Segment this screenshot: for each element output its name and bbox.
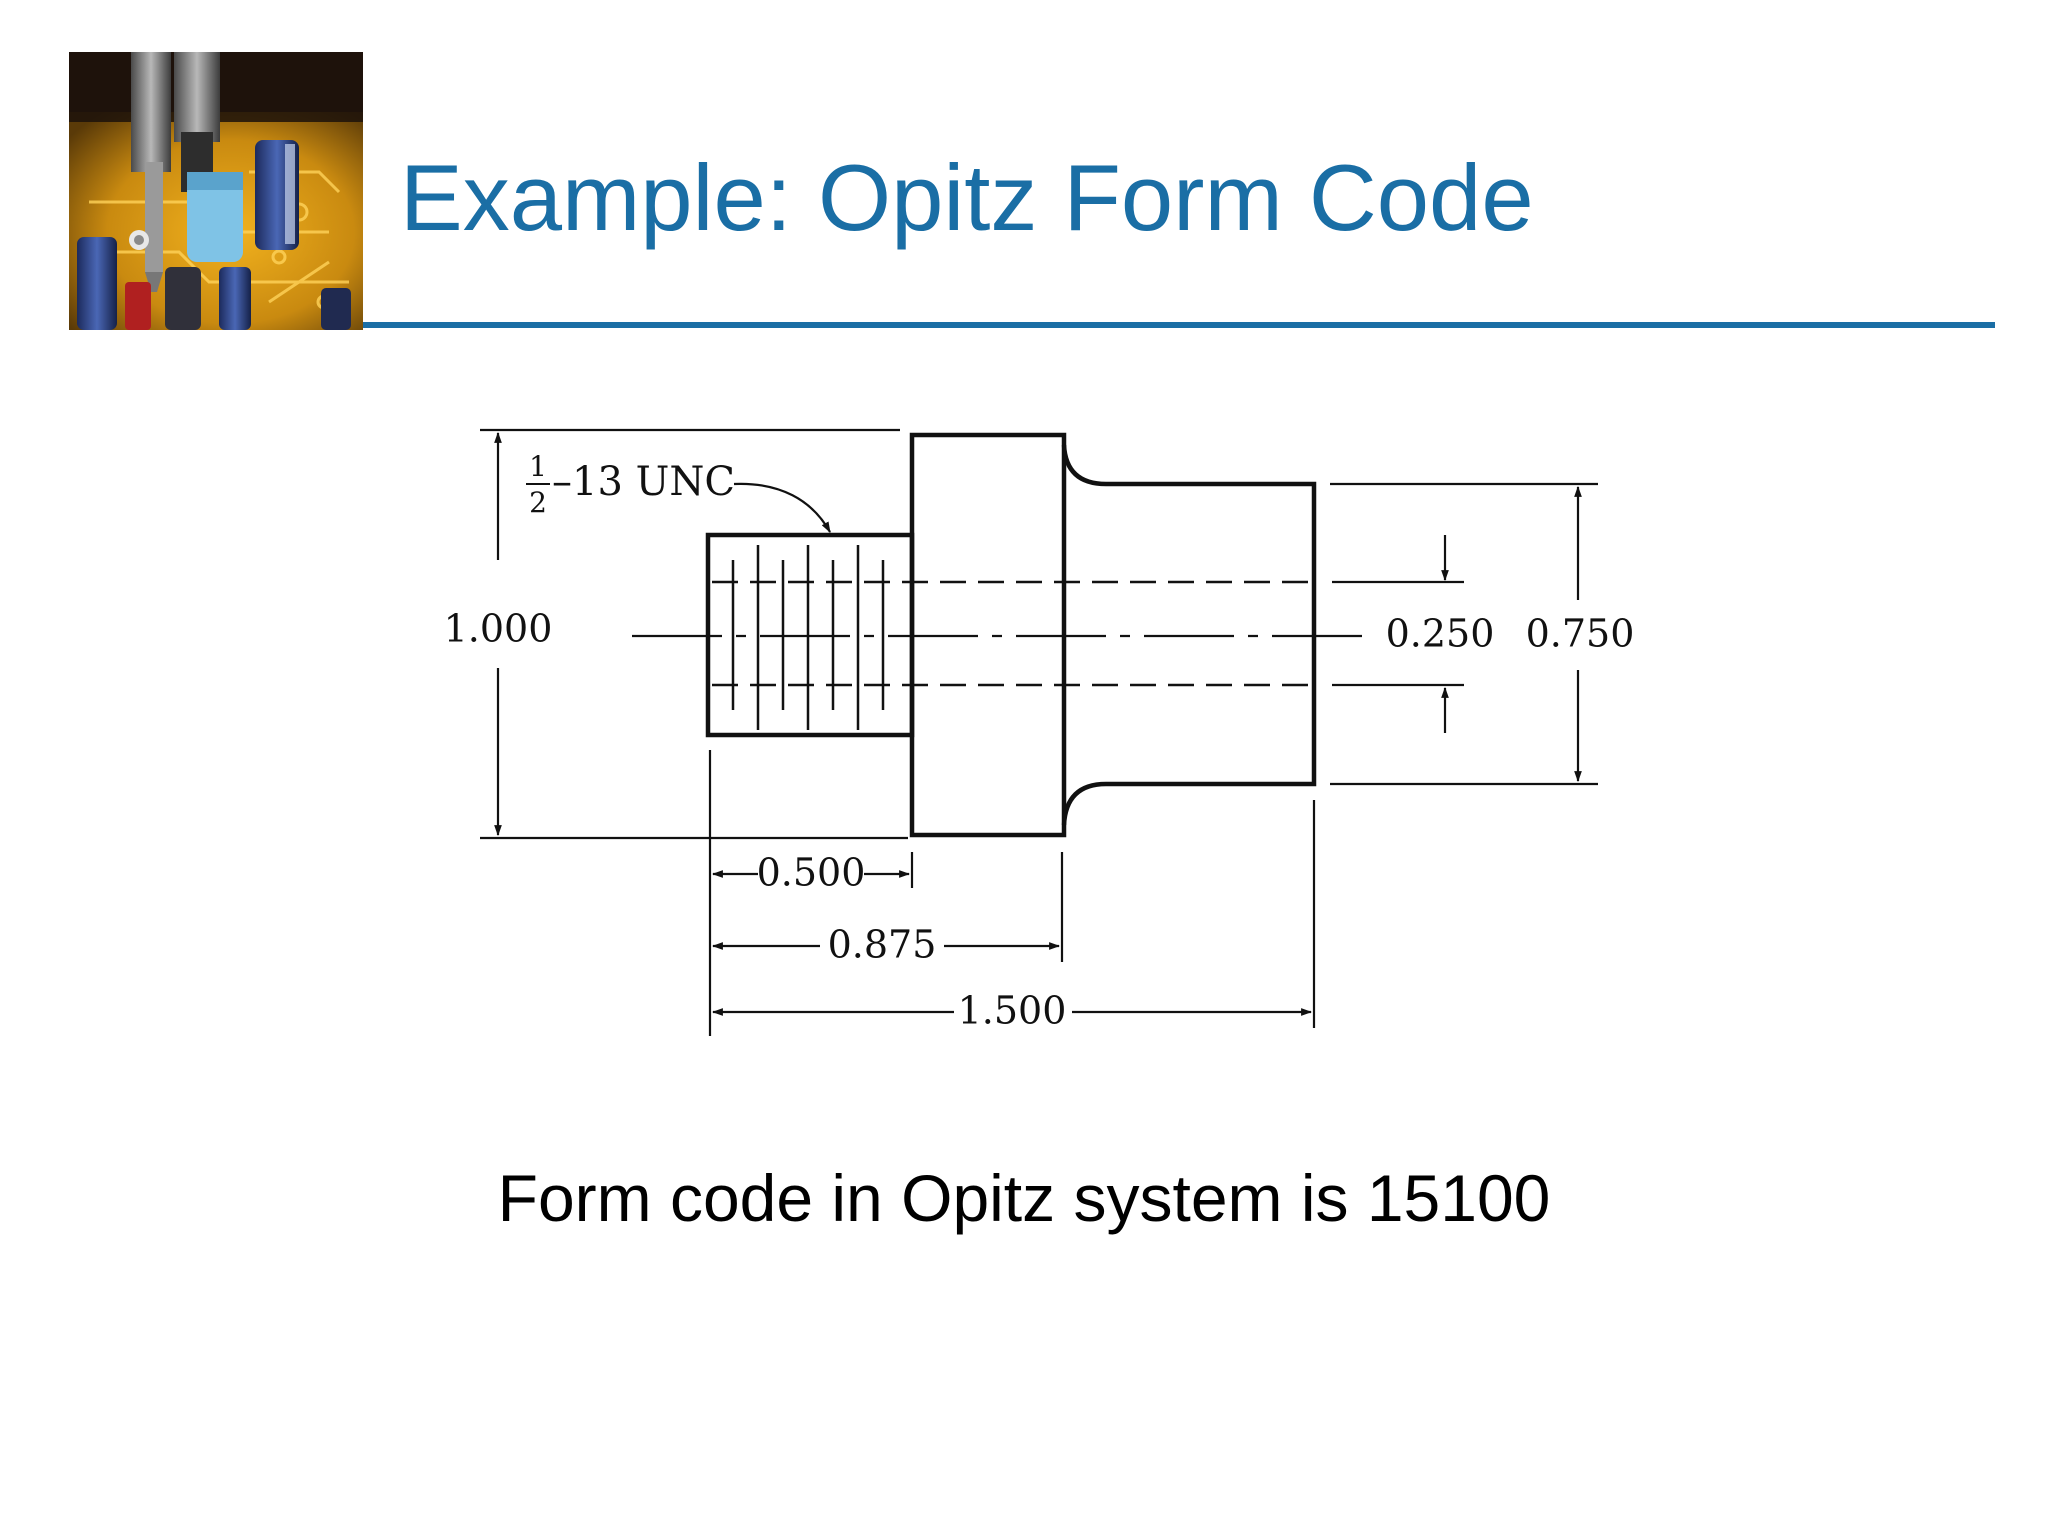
dim-overall-length: 1.500 <box>958 989 1067 1033</box>
thread-fraction-denominator: 2 <box>529 486 547 519</box>
hidden-bore-lines <box>712 580 1312 687</box>
form-code-caption: Form code in Opitz system is 15100 <box>497 1161 1551 1235</box>
thread-spec: –13 UNC <box>552 459 735 505</box>
dim-bore-diameter: 0.250 <box>1386 612 1495 656</box>
extension-lines <box>480 428 1598 1036</box>
thread-callout: 1 2 –13 UNC <box>526 450 735 519</box>
dim-shaft-diameter: 0.750 <box>1526 612 1635 656</box>
thread-lines <box>731 545 885 730</box>
slide-title: Example: Opitz Form Code <box>400 145 1534 250</box>
part-drawing: 1.000 0.250 0.750 0.500 0.875 1.500 1 2 … <box>444 428 1635 1036</box>
header-photo <box>69 52 363 330</box>
title-divider <box>363 322 1995 328</box>
dimension-labels: 1.000 0.250 0.750 0.500 0.875 1.500 <box>444 607 1635 1033</box>
dimension-lines <box>494 431 1582 1016</box>
thread-fraction-numerator: 1 <box>529 450 547 483</box>
dim-overall-diameter: 1.000 <box>444 607 553 651</box>
dim-thread-length: 0.500 <box>757 851 866 895</box>
dim-collar-position: 0.875 <box>828 923 937 967</box>
